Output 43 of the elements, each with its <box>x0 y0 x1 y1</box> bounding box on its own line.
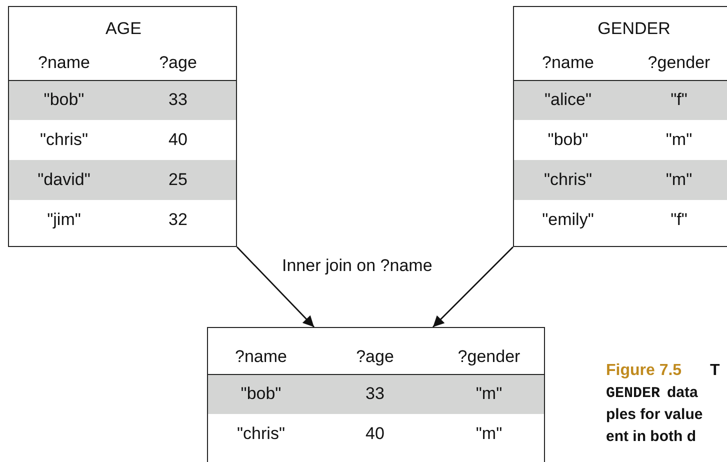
caption-text: ples for value <box>606 406 703 423</box>
cell-value: "f" <box>670 210 688 230</box>
column-header: ?name <box>38 53 90 73</box>
column-header: ?name <box>542 53 594 73</box>
cell-value: "david" <box>38 170 90 190</box>
column-header: ?gender <box>648 53 710 73</box>
caption-text: T <box>710 362 720 380</box>
caption-code: GENDER <box>606 385 660 402</box>
cell-value: "m" <box>666 170 692 190</box>
figure-number: Figure 7.5 <box>606 362 682 380</box>
data-table <box>207 327 545 462</box>
caption-text: ent in both d <box>606 428 696 445</box>
column-header: ?name <box>235 347 287 367</box>
cell-value: "f" <box>670 90 688 110</box>
arrow <box>236 246 314 328</box>
cell-value: 33 <box>366 384 384 404</box>
arrow <box>432 246 514 328</box>
cell-value: "emily" <box>542 210 594 230</box>
join-label: Inner join on ?name <box>282 256 432 276</box>
data-table <box>8 6 237 247</box>
cell-value: 40 <box>366 424 384 444</box>
column-header: ?age <box>159 53 197 73</box>
cell-value: "bob" <box>44 90 84 110</box>
column-header: ?gender <box>458 347 520 367</box>
cell-value: "m" <box>666 130 692 150</box>
cell-value: 33 <box>168 90 188 110</box>
cell-value: "bob" <box>548 130 588 150</box>
table-title: AGE <box>106 19 142 39</box>
column-header: ?age <box>356 347 394 367</box>
caption-text: data <box>667 384 698 401</box>
cell-value: "jim" <box>47 210 81 230</box>
data-table <box>513 6 727 247</box>
cell-value: "chris" <box>40 130 88 150</box>
cell-value: "m" <box>476 384 502 404</box>
cell-value: "alice" <box>544 90 592 110</box>
cell-value: 40 <box>168 130 188 150</box>
cell-value: "chris" <box>237 424 285 444</box>
cell-value: 25 <box>168 170 188 190</box>
cell-value: "chris" <box>544 170 592 190</box>
cell-value: "bob" <box>240 384 282 404</box>
cell-value: "m" <box>476 424 502 444</box>
cell-value: 32 <box>168 210 188 230</box>
table-title: GENDER <box>598 19 670 39</box>
